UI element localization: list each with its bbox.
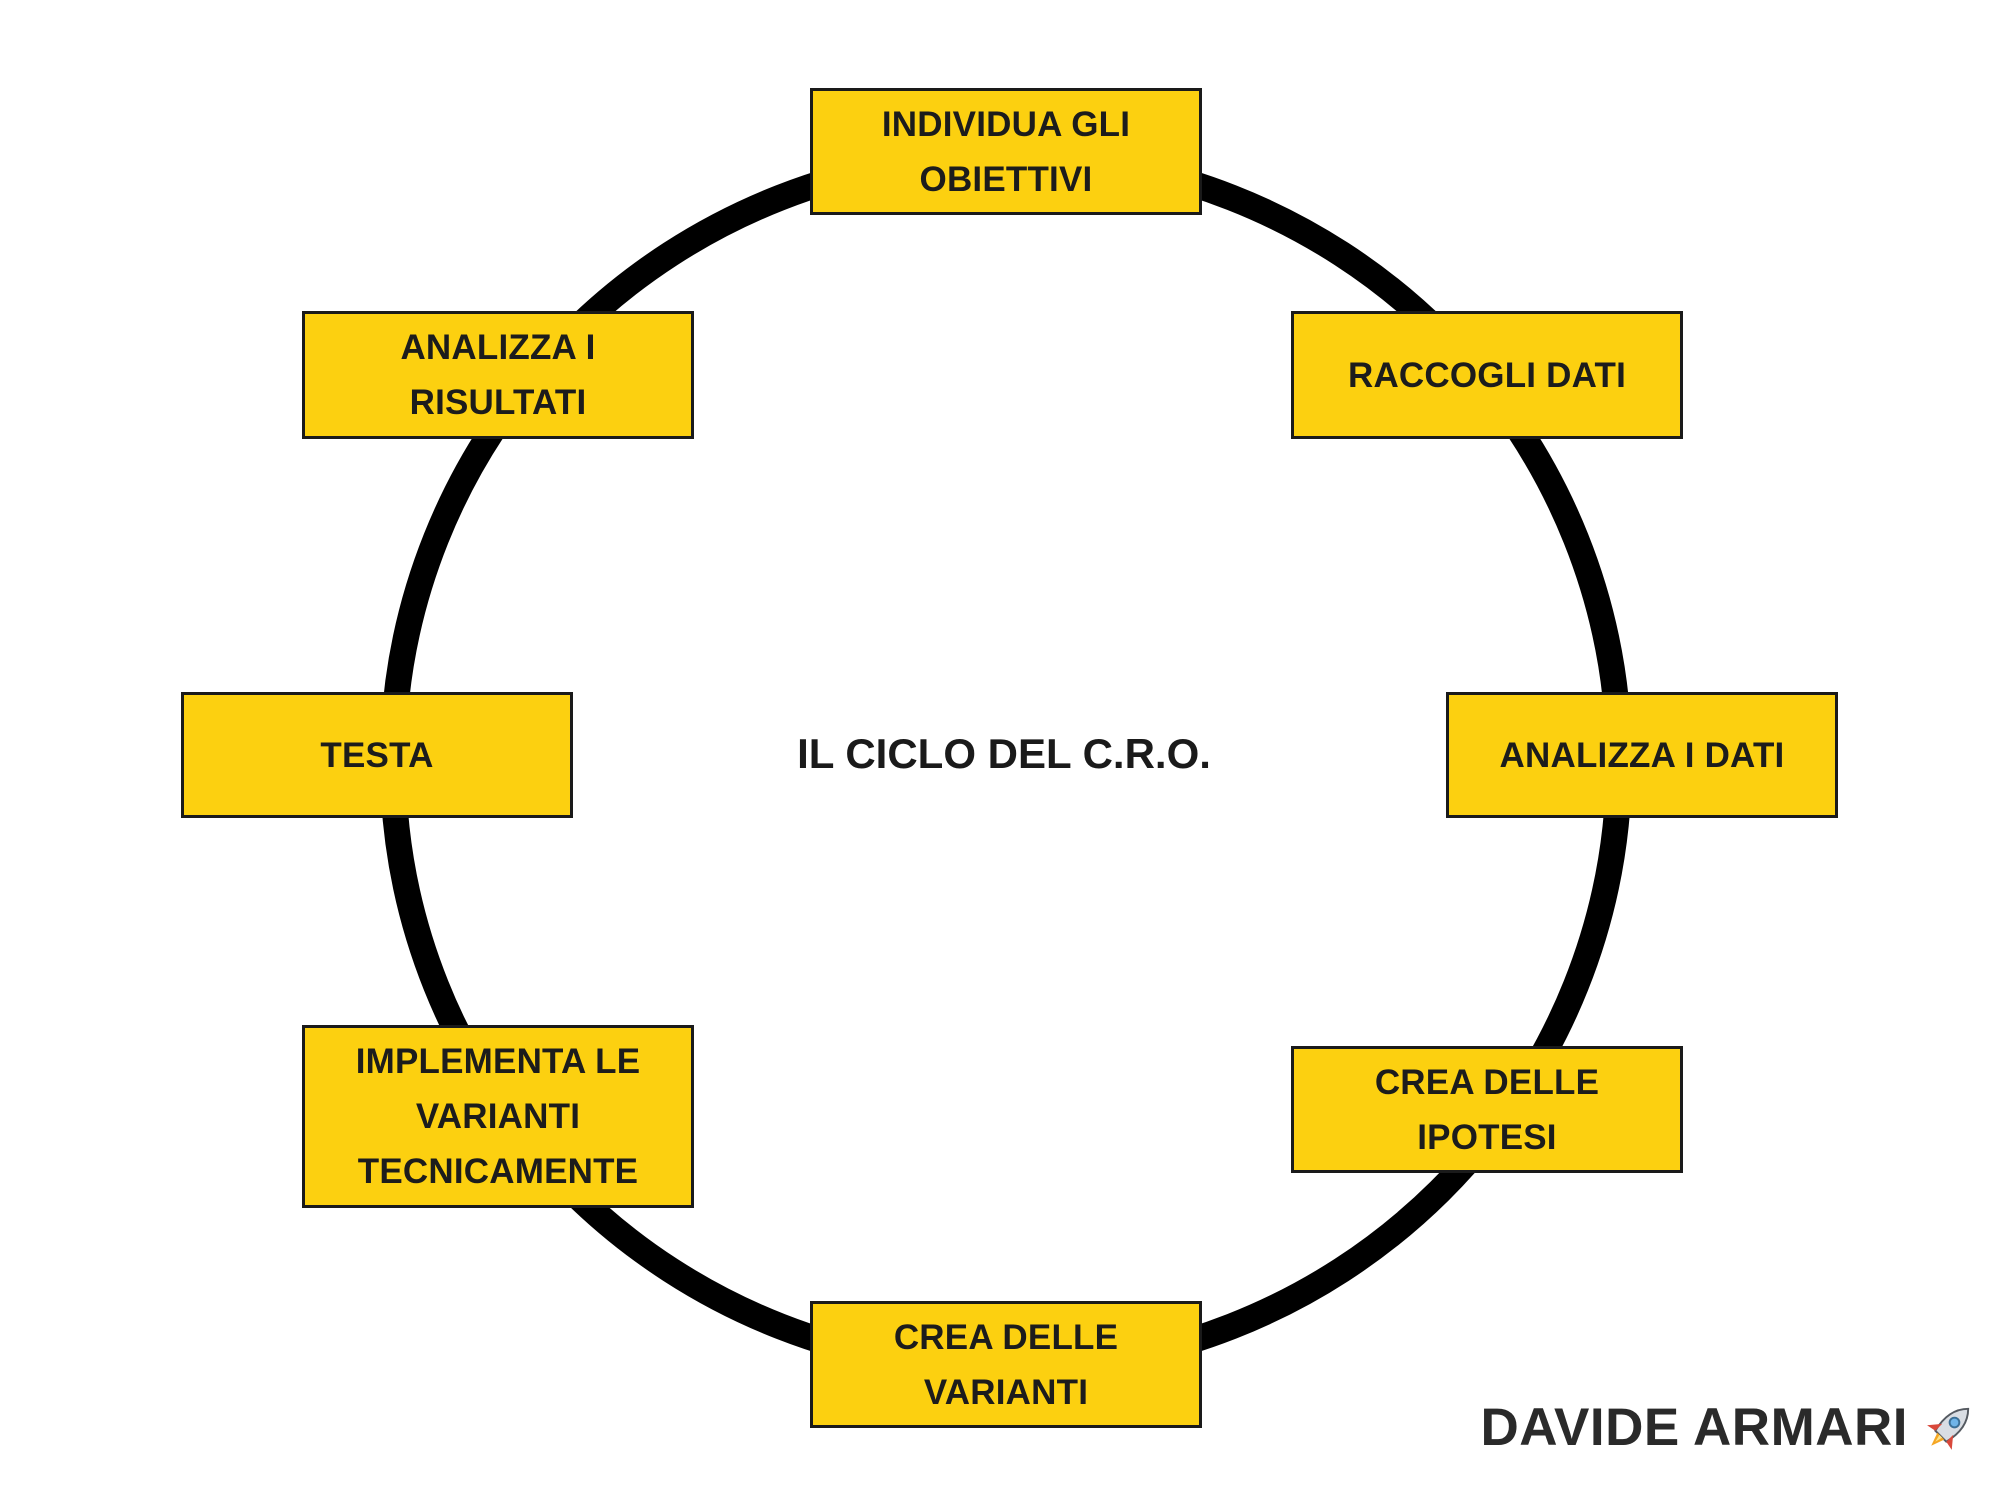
step-identify-goals: INDIVIDUA GLI OBIETTIVI bbox=[810, 88, 1202, 215]
step-collect-data: RACCOGLI DATI bbox=[1291, 311, 1683, 439]
step-analyze-data: ANALIZZA I DATI bbox=[1446, 692, 1838, 818]
step-analyze-results: ANALIZZA I RISULTATI bbox=[302, 311, 694, 439]
step-test: TESTA bbox=[181, 692, 573, 818]
diagram-title: IL CICLO DEL C.R.O. bbox=[797, 730, 1211, 777]
step-create-variants: CREA DELLE VARIANTI bbox=[810, 1301, 1202, 1428]
author-name: DAVIDE ARMARI bbox=[1480, 1398, 1908, 1457]
step-create-hypotheses: CREA DELLE IPOTESI bbox=[1291, 1046, 1683, 1173]
step-implement-variants: IMPLEMENTA LE VARIANTI TECNICAMENTE bbox=[302, 1025, 694, 1208]
author-signature: DAVIDE ARMARI bbox=[1440, 1388, 1980, 1468]
rocket-icon bbox=[1927, 1407, 1970, 1450]
